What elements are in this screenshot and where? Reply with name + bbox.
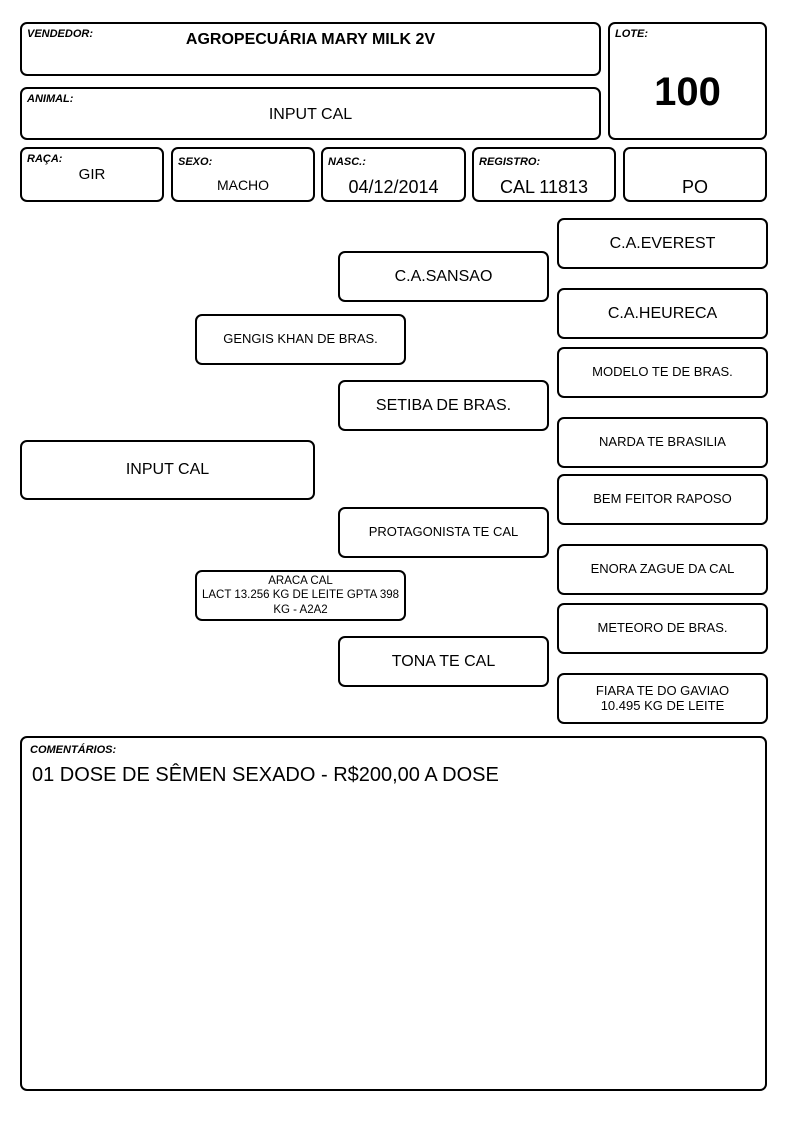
vendedor-box: VENDEDOR: AGROPECUÁRIA MARY MILK 2V: [20, 22, 601, 76]
pedigree-ggp-4: NARDA TE BRASILIA: [557, 417, 768, 468]
registro-label: REGISTRO:: [479, 156, 541, 168]
pedigree-dam-sire: PROTAGONISTA TE CAL: [338, 507, 549, 558]
raca-box: RAÇA: GIR: [20, 147, 164, 202]
pedigree-ggp-3: MODELO TE DE BRAS.: [557, 347, 768, 398]
pedigree-ggp-1-name: C.A.EVEREST: [609, 234, 716, 252]
categoria-value: PO: [681, 177, 708, 197]
registro-box: REGISTRO: CAL 11813: [472, 147, 616, 202]
pedigree-sire-name: GENGIS KHAN DE BRAS.: [223, 331, 378, 347]
vendedor-label: VENDEDOR:: [27, 28, 94, 40]
comments-box: COMENTÁRIOS: 01 DOSE DE SÊMEN SEXADO - R…: [20, 736, 767, 1091]
pedigree-dam-dam: TONA TE CAL: [338, 636, 549, 687]
pedigree-dam-name: ARACA CAL LACT 13.256 KG DE LEITE GPTA 3…: [201, 575, 400, 616]
pedigree-ggp-5: BEM FEITOR RAPOSO: [557, 474, 768, 525]
pedigree-ggp-2-name: C.A.HEURECA: [607, 304, 718, 322]
pedigree-dam: ARACA CAL LACT 13.256 KG DE LEITE GPTA 3…: [195, 570, 406, 621]
pedigree-dam-dam-name: TONA TE CAL: [391, 652, 496, 670]
pedigree-ggp-8-name: FIARA TE DO GAVIAO 10.495 KG DE LEITE: [595, 682, 730, 713]
nasc-value: 04/12/2014: [348, 177, 439, 197]
pedigree-ggp-6: ENORA ZAGUE DA CAL: [557, 544, 768, 595]
nasc-box: NASC.: 04/12/2014: [321, 147, 466, 202]
pedigree-sire-sire-name: C.A.SANSAO: [394, 267, 493, 285]
pedigree-ggp-2: C.A.HEURECA: [557, 288, 768, 339]
pedigree-ggp-8: FIARA TE DO GAVIAO 10.495 KG DE LEITE: [557, 673, 768, 724]
raca-value: GIR: [78, 166, 106, 183]
pedigree-sire-dam-name: SETIBA DE BRAS.: [375, 396, 512, 414]
sexo-box: SEXO: MACHO: [171, 147, 315, 202]
pedigree-sire: GENGIS KHAN DE BRAS.: [195, 314, 406, 365]
pedigree-dam-sire-name: PROTAGONISTA TE CAL: [368, 524, 519, 540]
pedigree-ggp-3-name: MODELO TE DE BRAS.: [592, 364, 733, 380]
pedigree-ggp-7-name: METEORO DE BRAS.: [597, 620, 728, 636]
raca-label: RAÇA:: [27, 153, 63, 165]
lote-value: 100: [654, 70, 721, 114]
pedigree-ggp-1: C.A.EVEREST: [557, 218, 768, 269]
comments-text: 01 DOSE DE SÊMEN SEXADO - R$200,00 A DOS…: [32, 764, 499, 786]
pedigree-sire-dam: SETIBA DE BRAS.: [338, 380, 549, 431]
sexo-label: SEXO:: [178, 156, 213, 168]
pedigree-animal: INPUT CAL: [20, 440, 315, 500]
pedigree-ggp-6-name: ENORA ZAGUE DA CAL: [590, 561, 735, 577]
categoria-box: PO: [623, 147, 767, 202]
pedigree-animal-name: INPUT CAL: [125, 461, 210, 479]
pedigree-ggp-4-name: NARDA TE BRASILIA: [599, 434, 726, 450]
lote-box: LOTE: 100: [608, 22, 767, 140]
sexo-value: MACHO: [216, 177, 270, 193]
animal-value: INPUT CAL: [268, 106, 353, 123]
registro-value: CAL 11813: [499, 177, 589, 197]
animal-label: ANIMAL:: [27, 93, 74, 105]
lote-label: LOTE:: [615, 28, 648, 40]
animal-box: ANIMAL: INPUT CAL: [20, 87, 601, 140]
vendedor-value: AGROPECUÁRIA MARY MILK 2V: [185, 31, 436, 48]
pedigree-sire-sire: C.A.SANSAO: [338, 251, 549, 302]
comments-label: COMENTÁRIOS:: [30, 744, 117, 756]
pedigree-ggp-7: METEORO DE BRAS.: [557, 603, 768, 654]
pedigree-ggp-5-name: BEM FEITOR RAPOSO: [593, 491, 732, 507]
nasc-label: NASC.:: [328, 156, 366, 168]
